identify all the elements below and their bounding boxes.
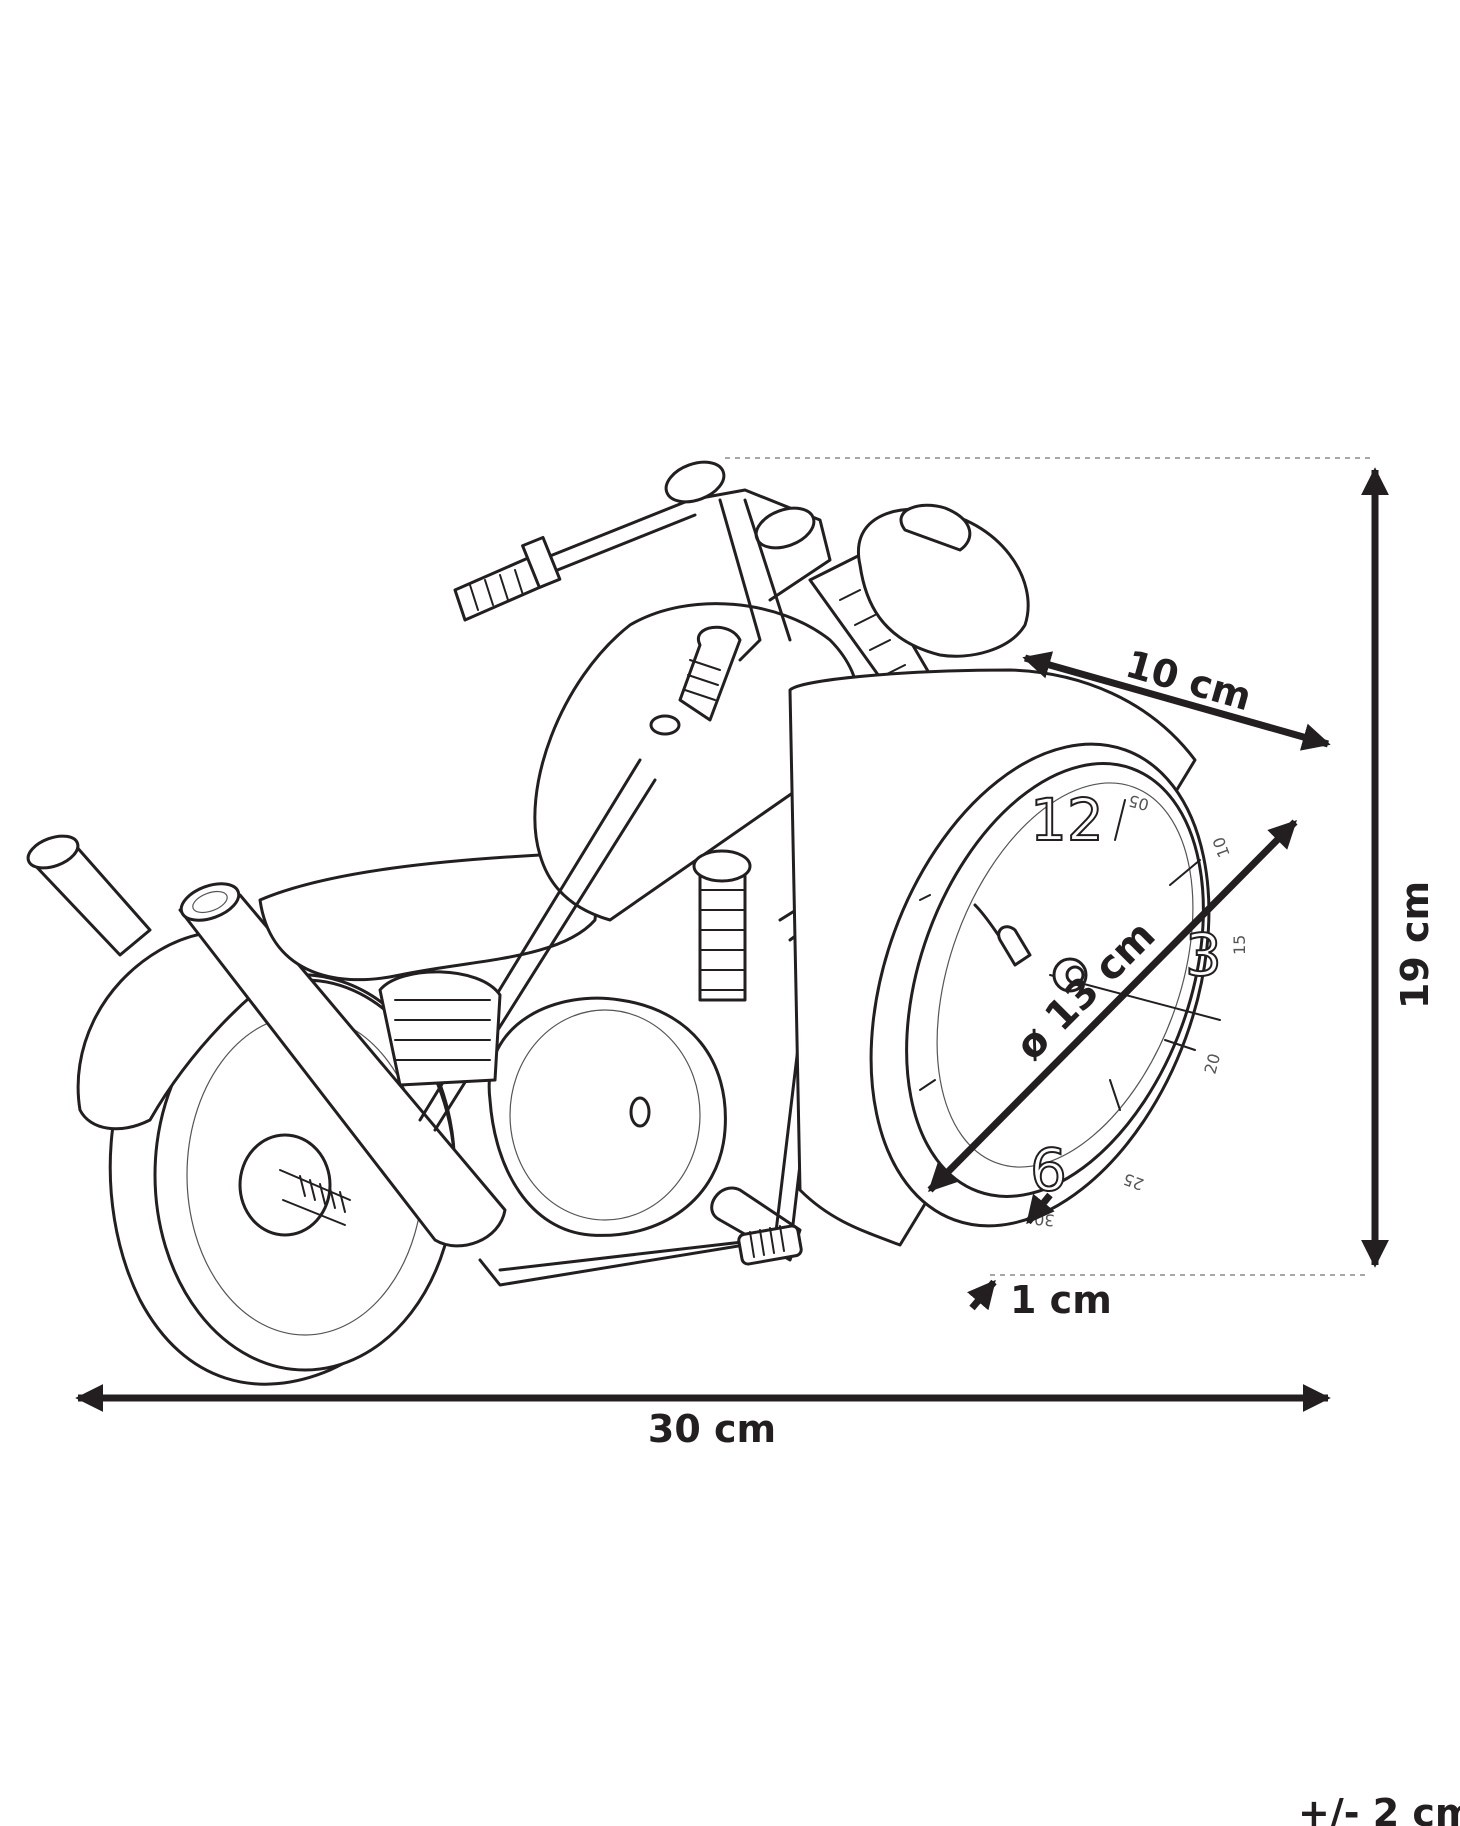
tolerance-note: +/- 2 cm (1298, 1791, 1460, 1826)
diameter-dimension-arrow (927, 819, 1298, 1193)
engine (378, 849, 752, 1237)
thickness-arrow-inner (1025, 1192, 1055, 1225)
thickness-arrow-outer (967, 1279, 997, 1311)
thickness-label: 1 cm (1010, 1278, 1112, 1322)
clock-numeral-12: 12 (1030, 786, 1104, 854)
clock-minute-25: 25 (1121, 1169, 1147, 1194)
clock-minute-15: 15 (1230, 935, 1249, 955)
clock-minute-05: 05 (1126, 791, 1151, 815)
clock-minute-10: 10 (1209, 835, 1234, 861)
motorcycle-clock-drawing: 12 3 6 05 10 15 20 25 30 (26, 460, 1249, 1386)
height-label: 19 cm (1393, 881, 1437, 1009)
headlight (857, 503, 1030, 658)
width-label: 30 cm (648, 1407, 776, 1451)
clock-minute-20: 20 (1201, 1051, 1225, 1076)
depth-dimension-arrow (1022, 651, 1331, 751)
seat (258, 853, 598, 982)
exhaust-pipes (26, 834, 507, 1248)
